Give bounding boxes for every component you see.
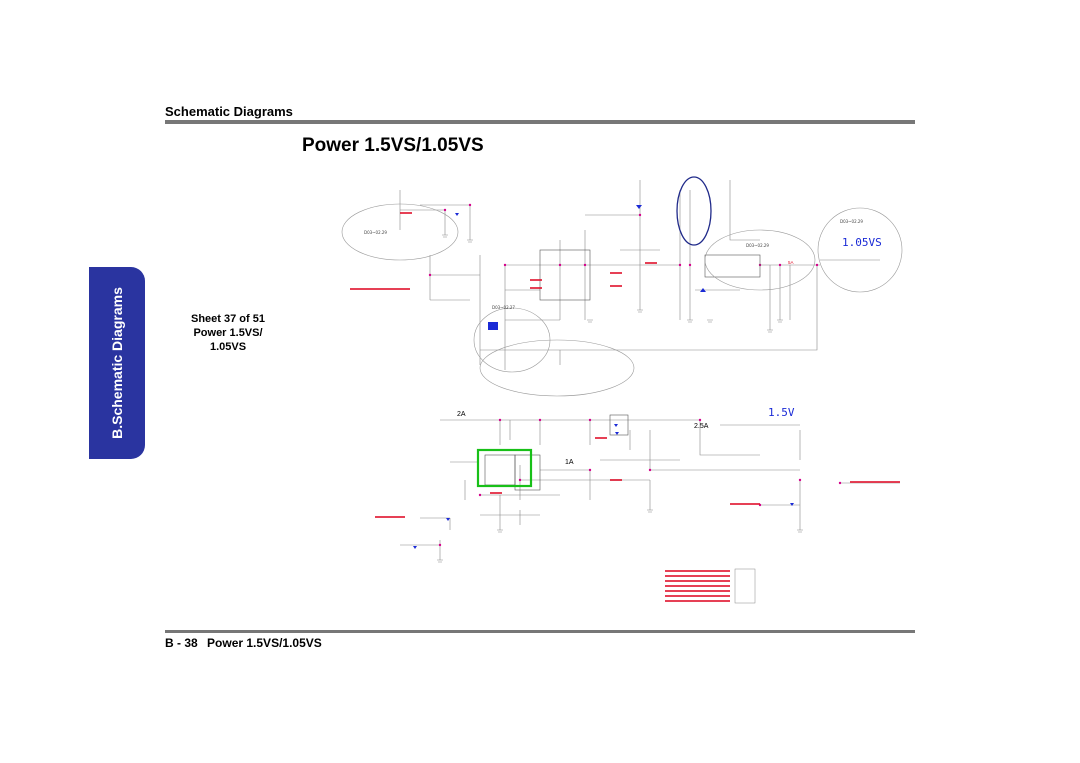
sheet-title-line2: 1.05VS bbox=[209, 341, 247, 353]
components bbox=[484, 249, 761, 491]
current-label-1a: 1A bbox=[565, 459, 574, 466]
date-note-3: D03~02.27 bbox=[492, 305, 515, 310]
sheet-number: Sheet 37 of 51 bbox=[191, 313, 265, 325]
highlight-ellipse bbox=[676, 176, 712, 246]
date-note-1: D03~02.29 bbox=[364, 230, 387, 235]
transistor-symbols bbox=[413, 205, 794, 549]
annotation-shapes bbox=[341, 203, 903, 397]
net-nodes bbox=[428, 203, 842, 547]
date-note-4: D03~02.29 bbox=[840, 219, 863, 224]
footer: B - 38 Power 1.5VS/1.05VS bbox=[165, 636, 328, 650]
footer-divider bbox=[165, 630, 915, 633]
page-title: Power 1.5VS/1.05VS bbox=[302, 135, 484, 156]
footer-title: Power 1.5VS/1.05VS bbox=[207, 636, 322, 650]
side-tab bbox=[89, 267, 145, 459]
legend-boxes bbox=[734, 568, 756, 604]
current-label-2-5a: 2.5A bbox=[694, 423, 709, 430]
schematic-wires bbox=[399, 180, 900, 560]
current-label-2a: 2A bbox=[457, 411, 466, 418]
footer-page-ref: B - 38 bbox=[165, 636, 198, 650]
section-title: Schematic Diagrams bbox=[165, 104, 293, 119]
date-note-2: D03~02.29 bbox=[746, 243, 769, 248]
header-divider bbox=[165, 120, 915, 124]
sheet-title-line1: Power 1.5VS/ bbox=[193, 327, 263, 339]
highlight-box bbox=[476, 448, 533, 488]
ground-symbols bbox=[437, 234, 803, 563]
sheet-info: Sheet 37 of 51 Power 1.5VS/ 1.05VS bbox=[168, 312, 288, 354]
rail-label-upper: 1.05VS bbox=[842, 236, 882, 249]
rail-label-lower: 1.5V bbox=[768, 406, 795, 419]
current-label-5a: 5A bbox=[788, 260, 794, 265]
red-net-tags bbox=[350, 212, 900, 602]
